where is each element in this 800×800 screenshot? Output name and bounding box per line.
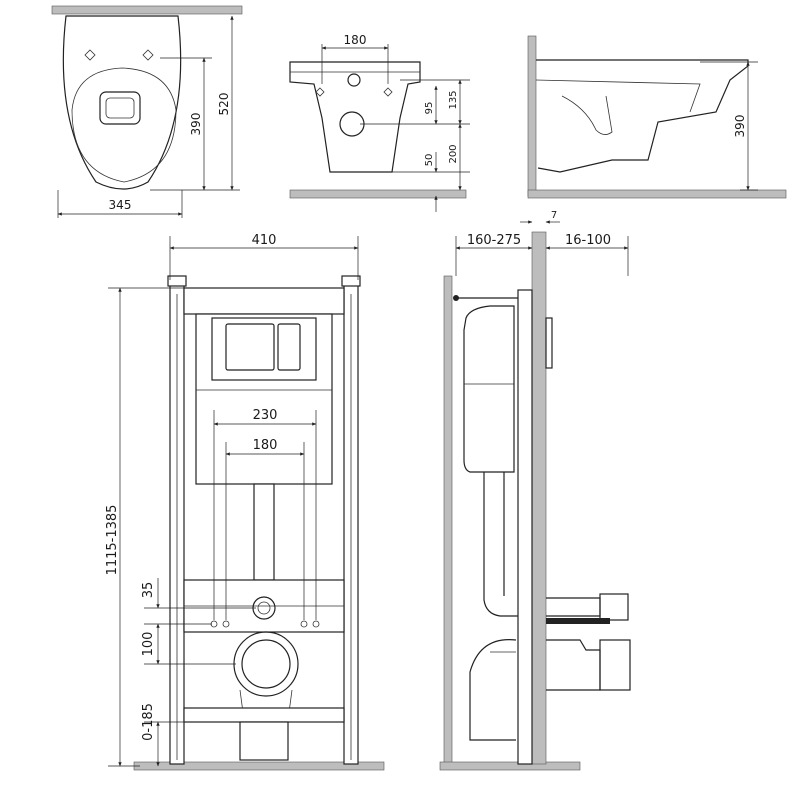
bowl-length-label: 520: [217, 93, 231, 116]
bowl-depth-label: 390: [189, 113, 203, 136]
frame-height-label: 1115-1385: [105, 505, 120, 576]
dim-135-label: 135: [448, 90, 459, 109]
frame-side-view: [439, 220, 631, 771]
dim-95-label: 95: [424, 102, 435, 115]
panel-thickness-label: 7: [551, 210, 557, 221]
bolt-spacing-label: 180: [344, 33, 367, 47]
stud-inner-label: 180: [253, 438, 278, 453]
side-height-label: 390: [733, 115, 747, 138]
bowl-front-view: [289, 44, 470, 212]
depth-right-label: 16-100: [565, 233, 611, 248]
frame-width-label: 410: [252, 233, 277, 248]
depth-left-label: 160-275: [467, 233, 521, 248]
stud-outer-label: 230: [253, 408, 278, 423]
dim-200-label: 200: [448, 144, 459, 163]
dim-35-label: 35: [141, 582, 156, 599]
dim-0-185-label: 0-185: [141, 703, 156, 741]
dim-100-label: 100: [141, 632, 156, 657]
bowl-width-label: 345: [109, 198, 132, 212]
frame-front-view: [108, 236, 385, 771]
dim-50-label: 50: [424, 154, 435, 167]
bowl-top-view: [51, 5, 243, 218]
bowl-side-view: [527, 35, 787, 199]
